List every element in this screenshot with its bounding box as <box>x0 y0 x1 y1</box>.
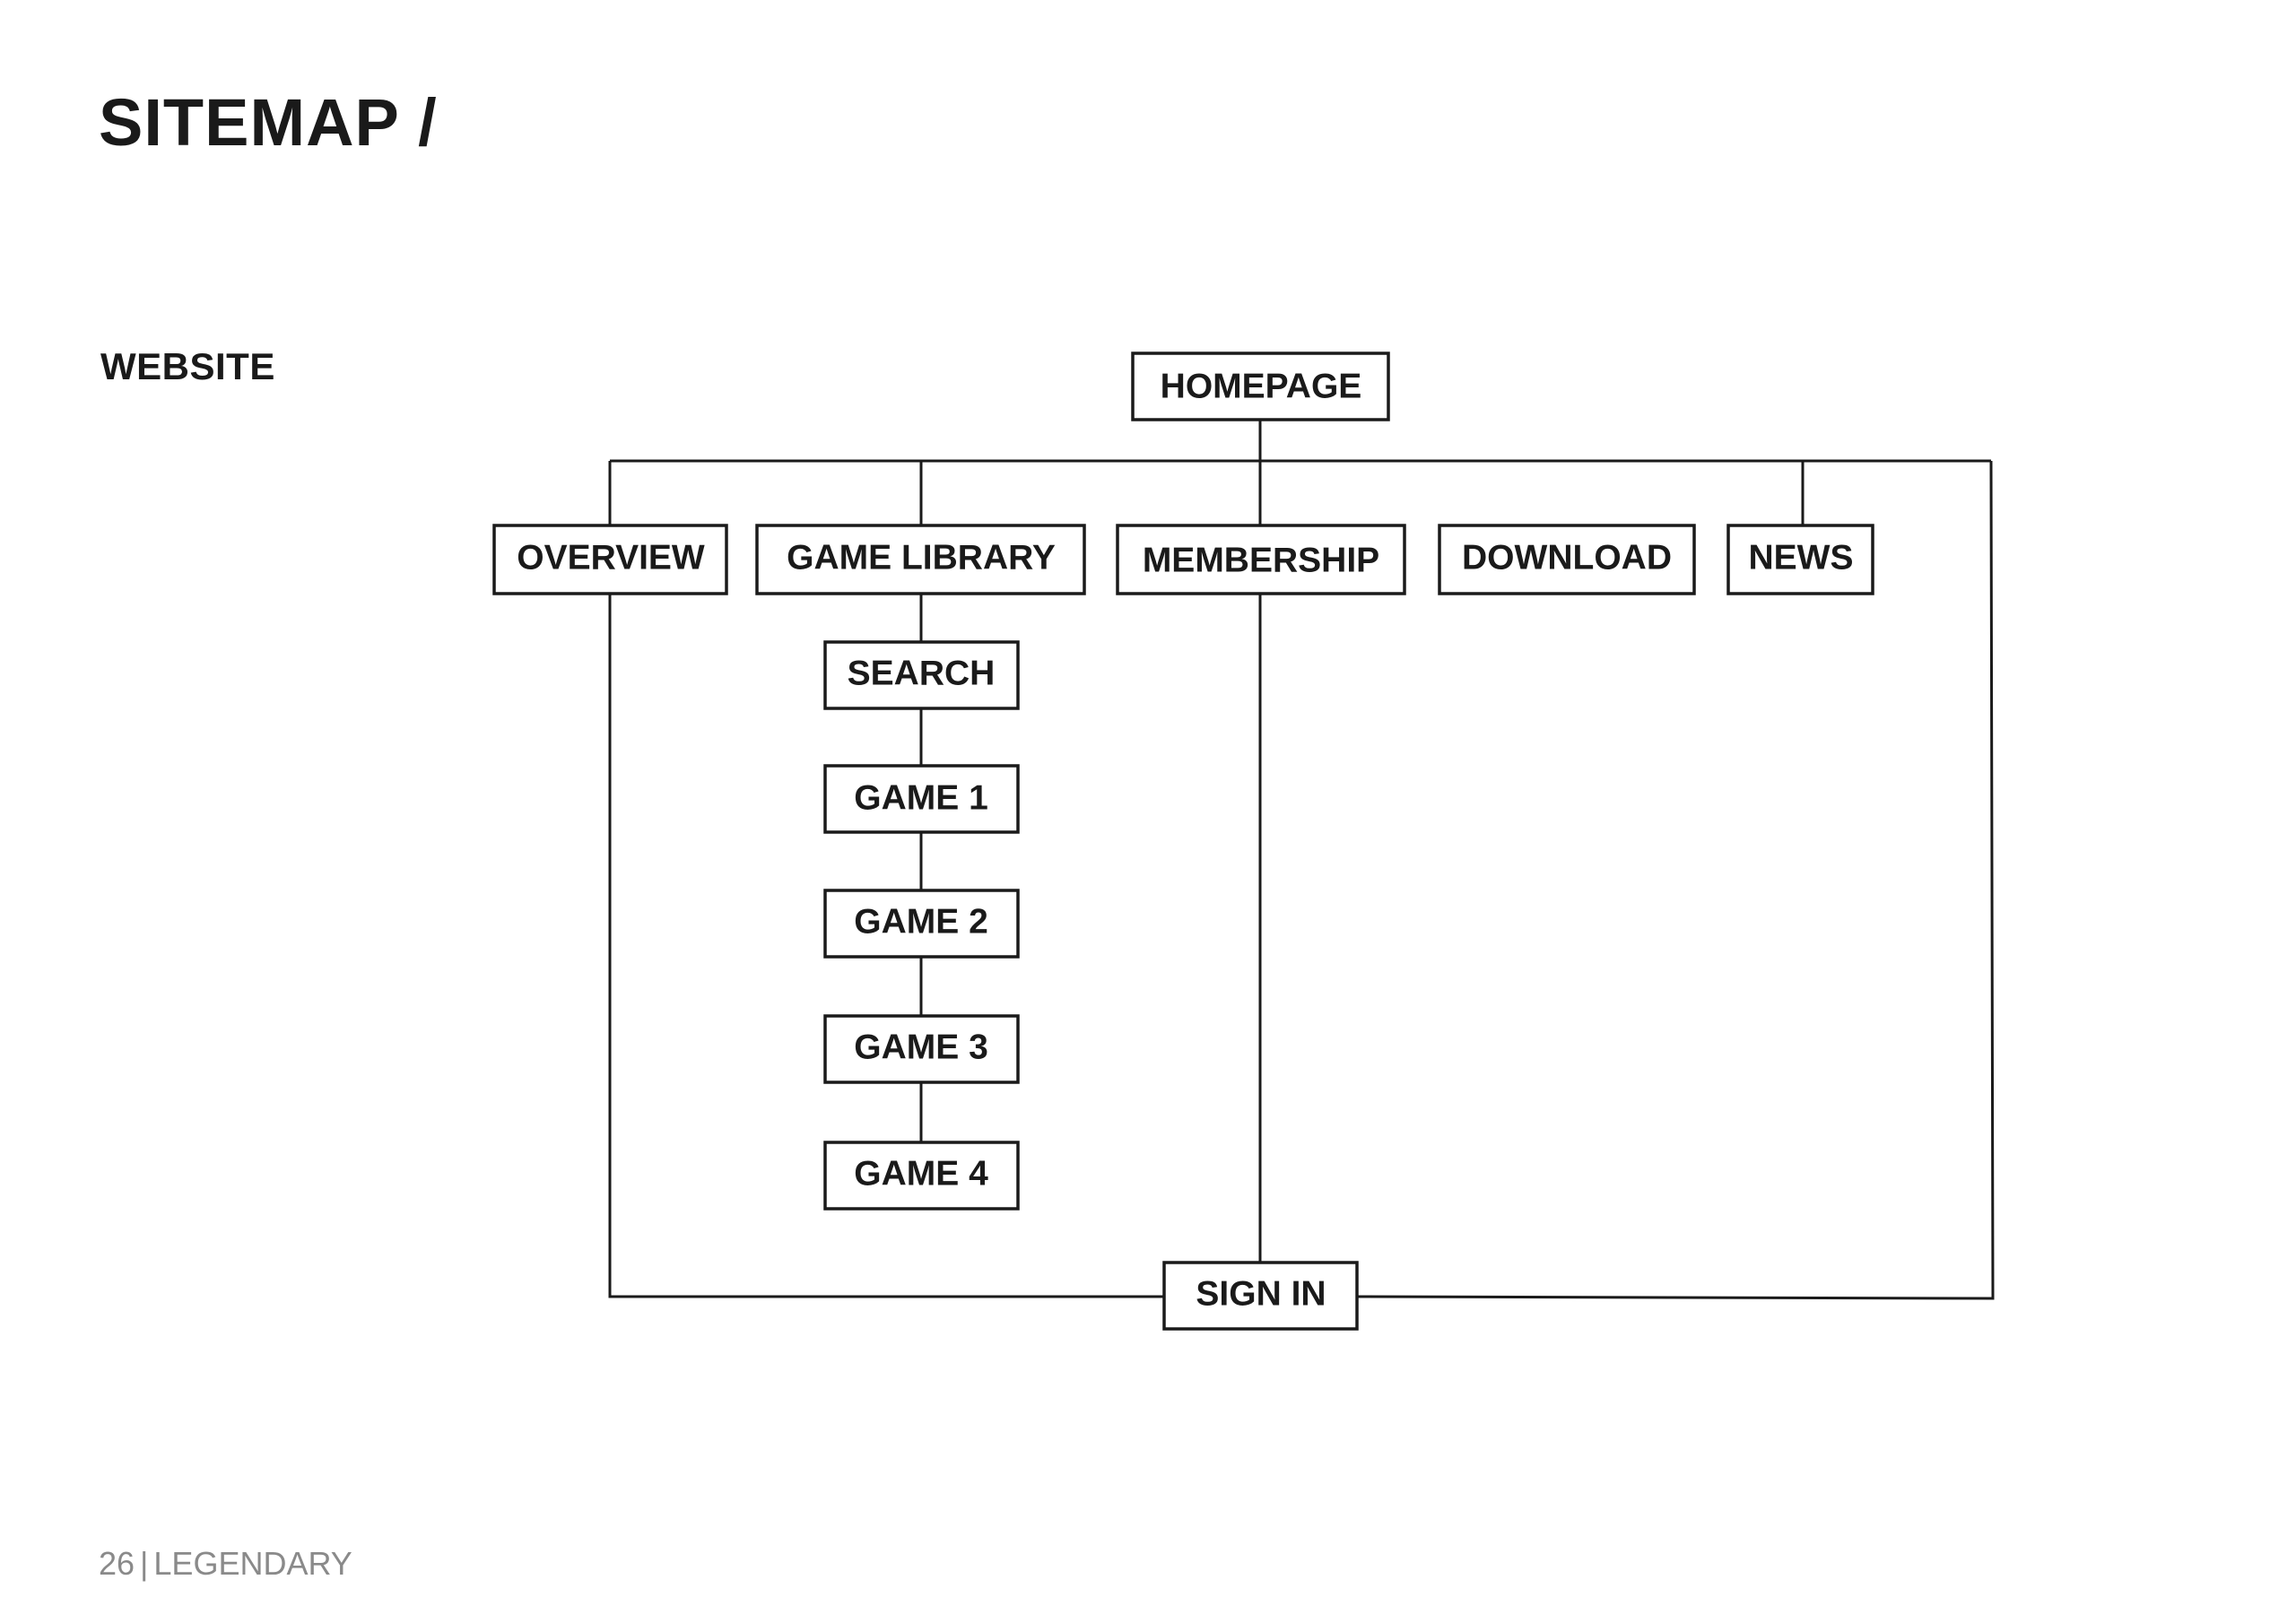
node-download-label: DOWNLOAD <box>1462 539 1672 577</box>
node-game-3-label: GAME 3 <box>854 1028 988 1067</box>
node-game-1-label: GAME 1 <box>854 779 988 818</box>
page-number: 26 <box>99 1545 135 1582</box>
node-download: DOWNLOAD <box>1438 524 1696 595</box>
node-homepage-label: HOMEPAGE <box>1161 368 1362 406</box>
node-game-4-label: GAME 4 <box>854 1155 988 1193</box>
node-game-library: GAME LIBRARY <box>755 524 1086 595</box>
node-game-1: GAME 1 <box>823 764 1020 834</box>
node-game-2-label: GAME 2 <box>854 903 988 942</box>
node-membership: MEMBERSHIP <box>1116 524 1406 595</box>
node-sign-in-label: SIGN IN <box>1196 1275 1326 1314</box>
connector-overview-sign-in <box>608 594 1164 1298</box>
node-game-4: GAME 4 <box>823 1141 1020 1211</box>
page-footer: 26|LEGENDARY <box>99 1548 352 1580</box>
node-search: SEARCH <box>823 640 1020 710</box>
node-membership-label: MEMBERSHIP <box>1143 542 1379 580</box>
node-game-2: GAME 2 <box>823 889 1020 959</box>
page-title: SITEMAP / <box>99 85 438 160</box>
footer-separator: | <box>140 1545 149 1582</box>
footer-brand: LEGENDARY <box>153 1545 352 1582</box>
node-news-label: NEWS <box>1749 539 1854 577</box>
connectors <box>608 420 1995 1300</box>
connector-bus-sign-in-right <box>1356 460 1995 1300</box>
node-game-library-label: GAME LIBRARY <box>787 539 1056 577</box>
node-game-3: GAME 3 <box>823 1014 1020 1084</box>
section-label: WEBSITE <box>100 345 275 387</box>
node-news: NEWS <box>1726 524 1874 595</box>
node-overview: OVERVIEW <box>492 524 728 595</box>
node-sign-in: SIGN IN <box>1162 1261 1359 1331</box>
node-search-label: SEARCH <box>848 655 996 693</box>
node-overview-label: OVERVIEW <box>517 539 705 577</box>
node-homepage: HOMEPAGE <box>1131 352 1390 421</box>
